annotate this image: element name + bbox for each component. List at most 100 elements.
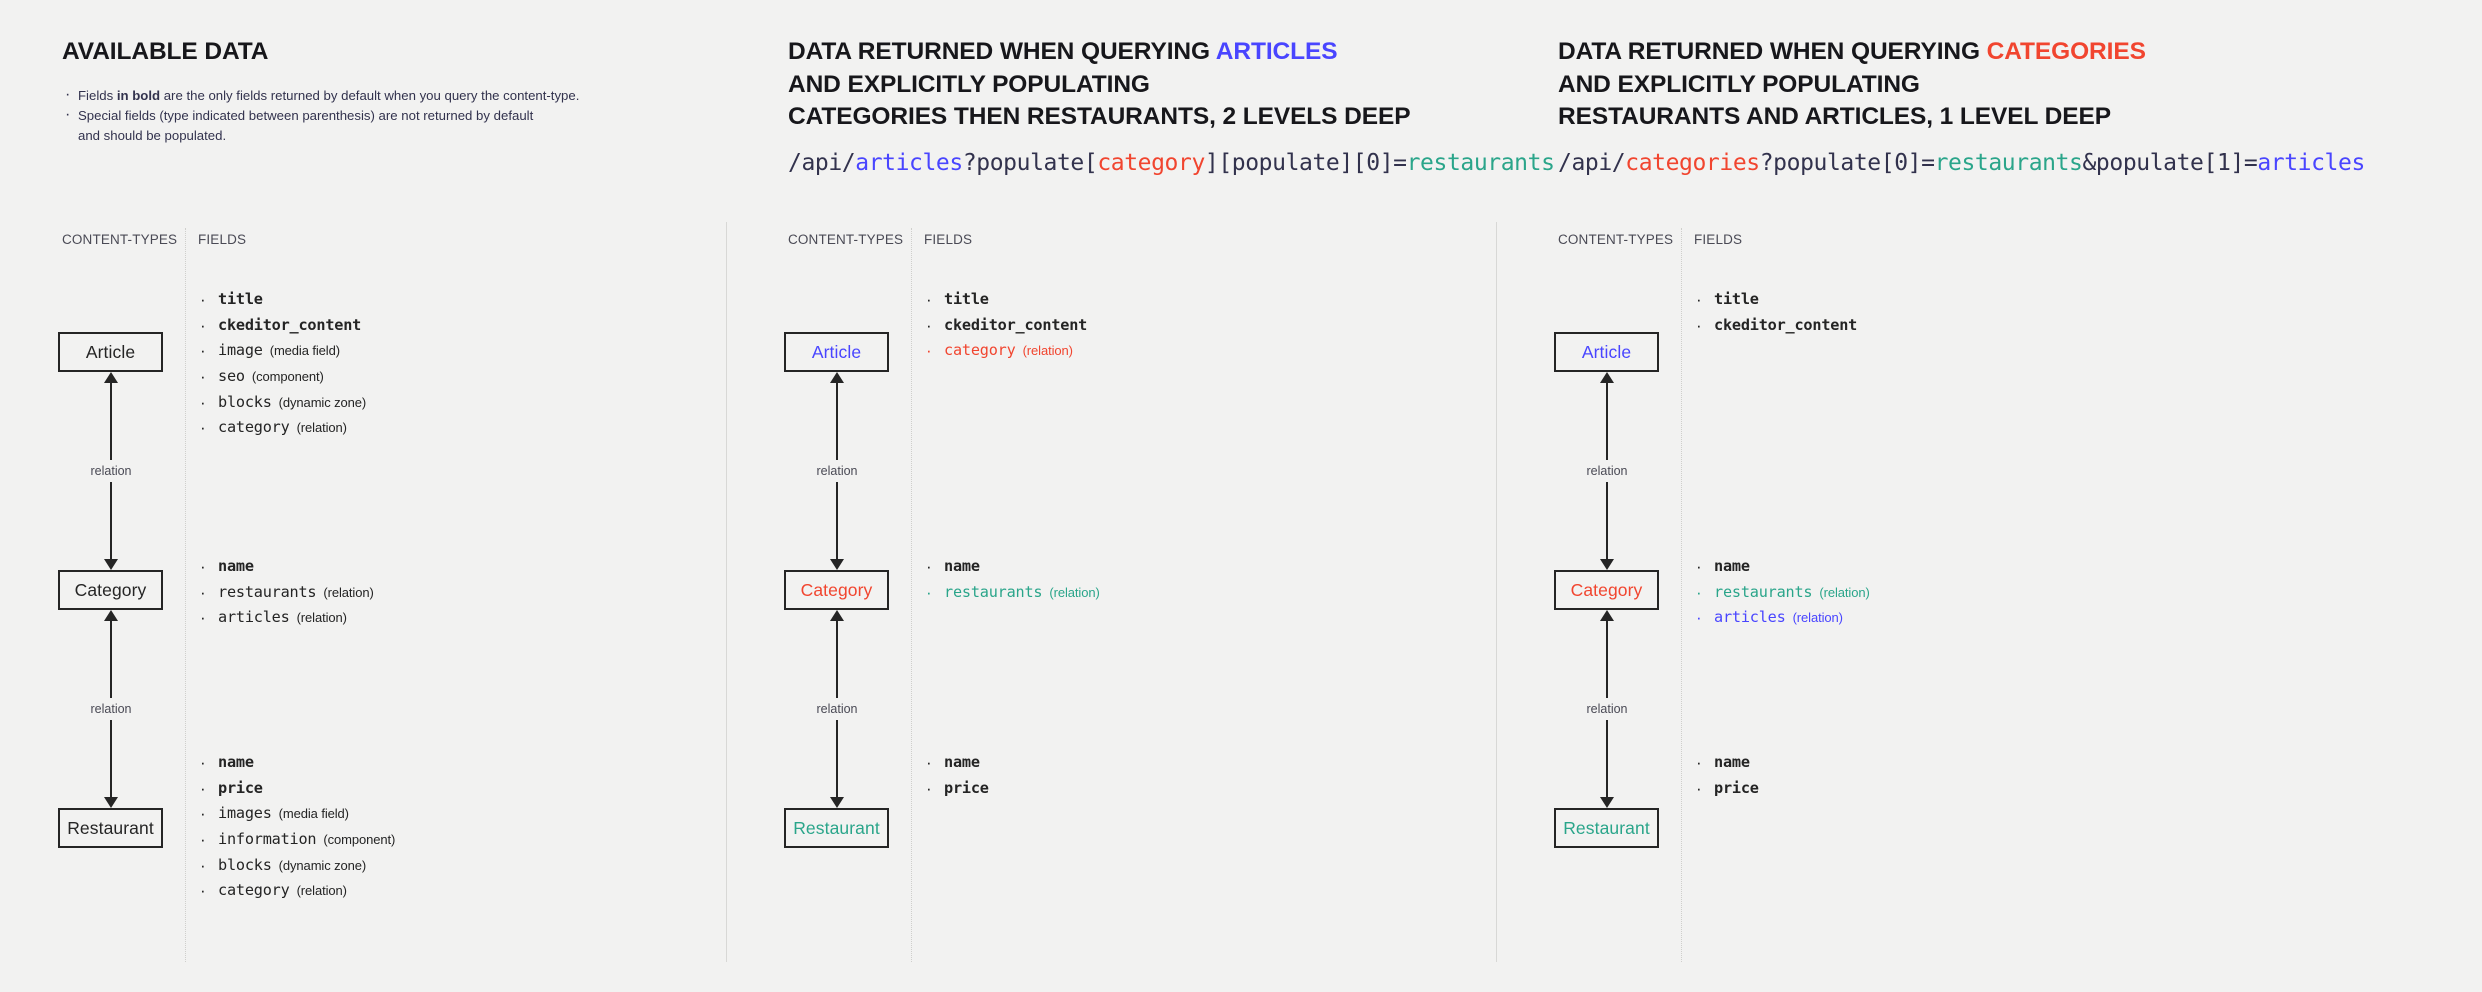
api-url-segment: /api/ [788,150,856,176]
field-name: blocks [218,392,272,411]
field-item: seo(component) [198,364,366,390]
field-item: image(media field) [198,338,366,364]
field-type: (dynamic zone) [278,394,367,410]
field-name: restaurants [944,582,1043,601]
field-name: name [944,557,980,575]
column-dotted-divider [185,228,186,962]
column-dotted-divider [1681,228,1682,962]
column-label-fields: FIELDS [1694,232,1743,247]
relation-connector-2: relation [1582,610,1632,808]
node-restaurant[interactable]: Restaurant [784,808,889,848]
field-item: title [1694,287,1857,313]
field-group-article: title ckeditor_content [1694,287,1857,338]
api-url: /api/categories?populate[0]=restaurants&… [1558,150,2365,176]
arrowhead-up-icon [830,610,844,621]
field-group-article: titleckeditor_contentcategory(relation) [924,287,1087,364]
panel-divider [726,222,727,962]
field-item: ckeditor_content [198,313,366,339]
panel-divider [1496,222,1497,962]
field-name: name [1714,557,1750,575]
field-name: price [944,778,989,797]
node-article[interactable]: Article [784,332,889,372]
panel-available-data: AVAILABLE DATAFields in bold are the onl… [0,0,726,992]
field-item: title [924,287,1087,313]
field-item: category(relation) [198,878,395,904]
field-name: name [218,753,254,771]
field-group-restaurant: namepriceimages(media field)information(… [198,750,395,904]
field-type: (relation) [323,584,374,600]
heading-line: CATEGORIES THEN RESTAURANTS, 2 LEVELS DE… [788,101,1411,134]
field-name: category [218,881,290,900]
arrowhead-down-icon [1600,559,1614,570]
api-url-segment: /api/ [1558,150,1626,176]
note-item: Special fields (type indicated between p… [62,105,579,146]
note-text: Special fields (type indicated between p… [78,108,534,123]
node-article[interactable]: Article [58,332,163,372]
api-url: /api/articles?populate[category][populat… [788,150,1555,176]
column-label-content-types: CONTENT-TYPES [1558,232,1674,247]
api-url-segment: restaurants [1934,150,2083,176]
api-url-segment: ?populate[ [962,150,1098,176]
heading-highlight: ARTICLES [1215,38,1338,65]
node-category[interactable]: Category [784,570,889,610]
column-label-content-types: CONTENT-TYPES [62,232,178,247]
field-group-category: name restaurants (relation) articles(relati… [1694,554,1870,631]
arrowhead-up-icon [830,372,844,383]
field-type: (relation) [296,420,347,436]
field-name: title [1714,290,1759,308]
field-item: name [924,750,989,776]
note-emphasis: in bold [116,88,161,103]
field-item: restaurants(relation) [924,580,1100,606]
field-name: images [218,804,272,823]
field-type: (dynamic zone) [278,857,367,873]
field-name: category [944,341,1016,360]
api-url-segment: articles [2257,150,2365,176]
node-category[interactable]: Category [58,570,163,610]
field-group-category: name restaurants(relation) [924,554,1100,605]
notes-list: Fields in bold are the only fields retur… [62,85,579,146]
heading-text: DATA RETURNED WHEN QUERYING [1558,38,1987,65]
relation-label: relation [812,698,862,720]
note-continuation: and should be populated. [78,128,227,143]
arrowhead-up-icon [1600,372,1614,383]
relation-connector-1: relation [86,372,136,570]
api-url-segment: &populate[1]= [2082,150,2258,176]
field-type: (relation) [1819,584,1870,600]
node-category[interactable]: Category [1554,570,1659,610]
field-group-restaurant: nameprice [1694,750,1759,801]
field-type: (component) [251,369,324,385]
field-item: articles(relation) [1694,605,1870,631]
field-name: restaurants [1714,582,1813,601]
field-item: name [198,554,374,580]
relation-connector-2: relation [812,610,862,808]
heading-text: RESTAURANTS AND ARTICLES, 1 LEVEL DEEP [1558,103,2111,130]
column-label-fields: FIELDS [198,232,247,247]
field-item: name [1694,554,1870,580]
field-name: articles [218,608,290,627]
node-article[interactable]: Article [1554,332,1659,372]
api-url-segment: articles [855,150,963,176]
api-url-segment: categories [1625,150,1760,176]
arrowhead-down-icon [1600,797,1614,808]
heading-line: AND EXPLICITLY POPULATING [1558,69,2146,102]
heading-text: AND EXPLICITLY POPULATING [788,70,1150,98]
node-restaurant[interactable]: Restaurant [1554,808,1659,848]
field-type: (relation) [296,610,347,626]
node-restaurant[interactable]: Restaurant [58,808,163,848]
relation-connector-2: relation [86,610,136,808]
arrowhead-up-icon [1600,610,1614,621]
field-item: blocks(dynamic zone) [198,853,395,879]
field-name: ckeditor_content [1714,315,1858,334]
field-item: category(relation) [198,415,366,441]
field-item: title [198,287,366,313]
field-name: ckeditor_content [218,315,362,334]
arrowhead-down-icon [104,797,118,808]
relation-label: relation [86,460,136,482]
field-name: title [218,290,263,308]
